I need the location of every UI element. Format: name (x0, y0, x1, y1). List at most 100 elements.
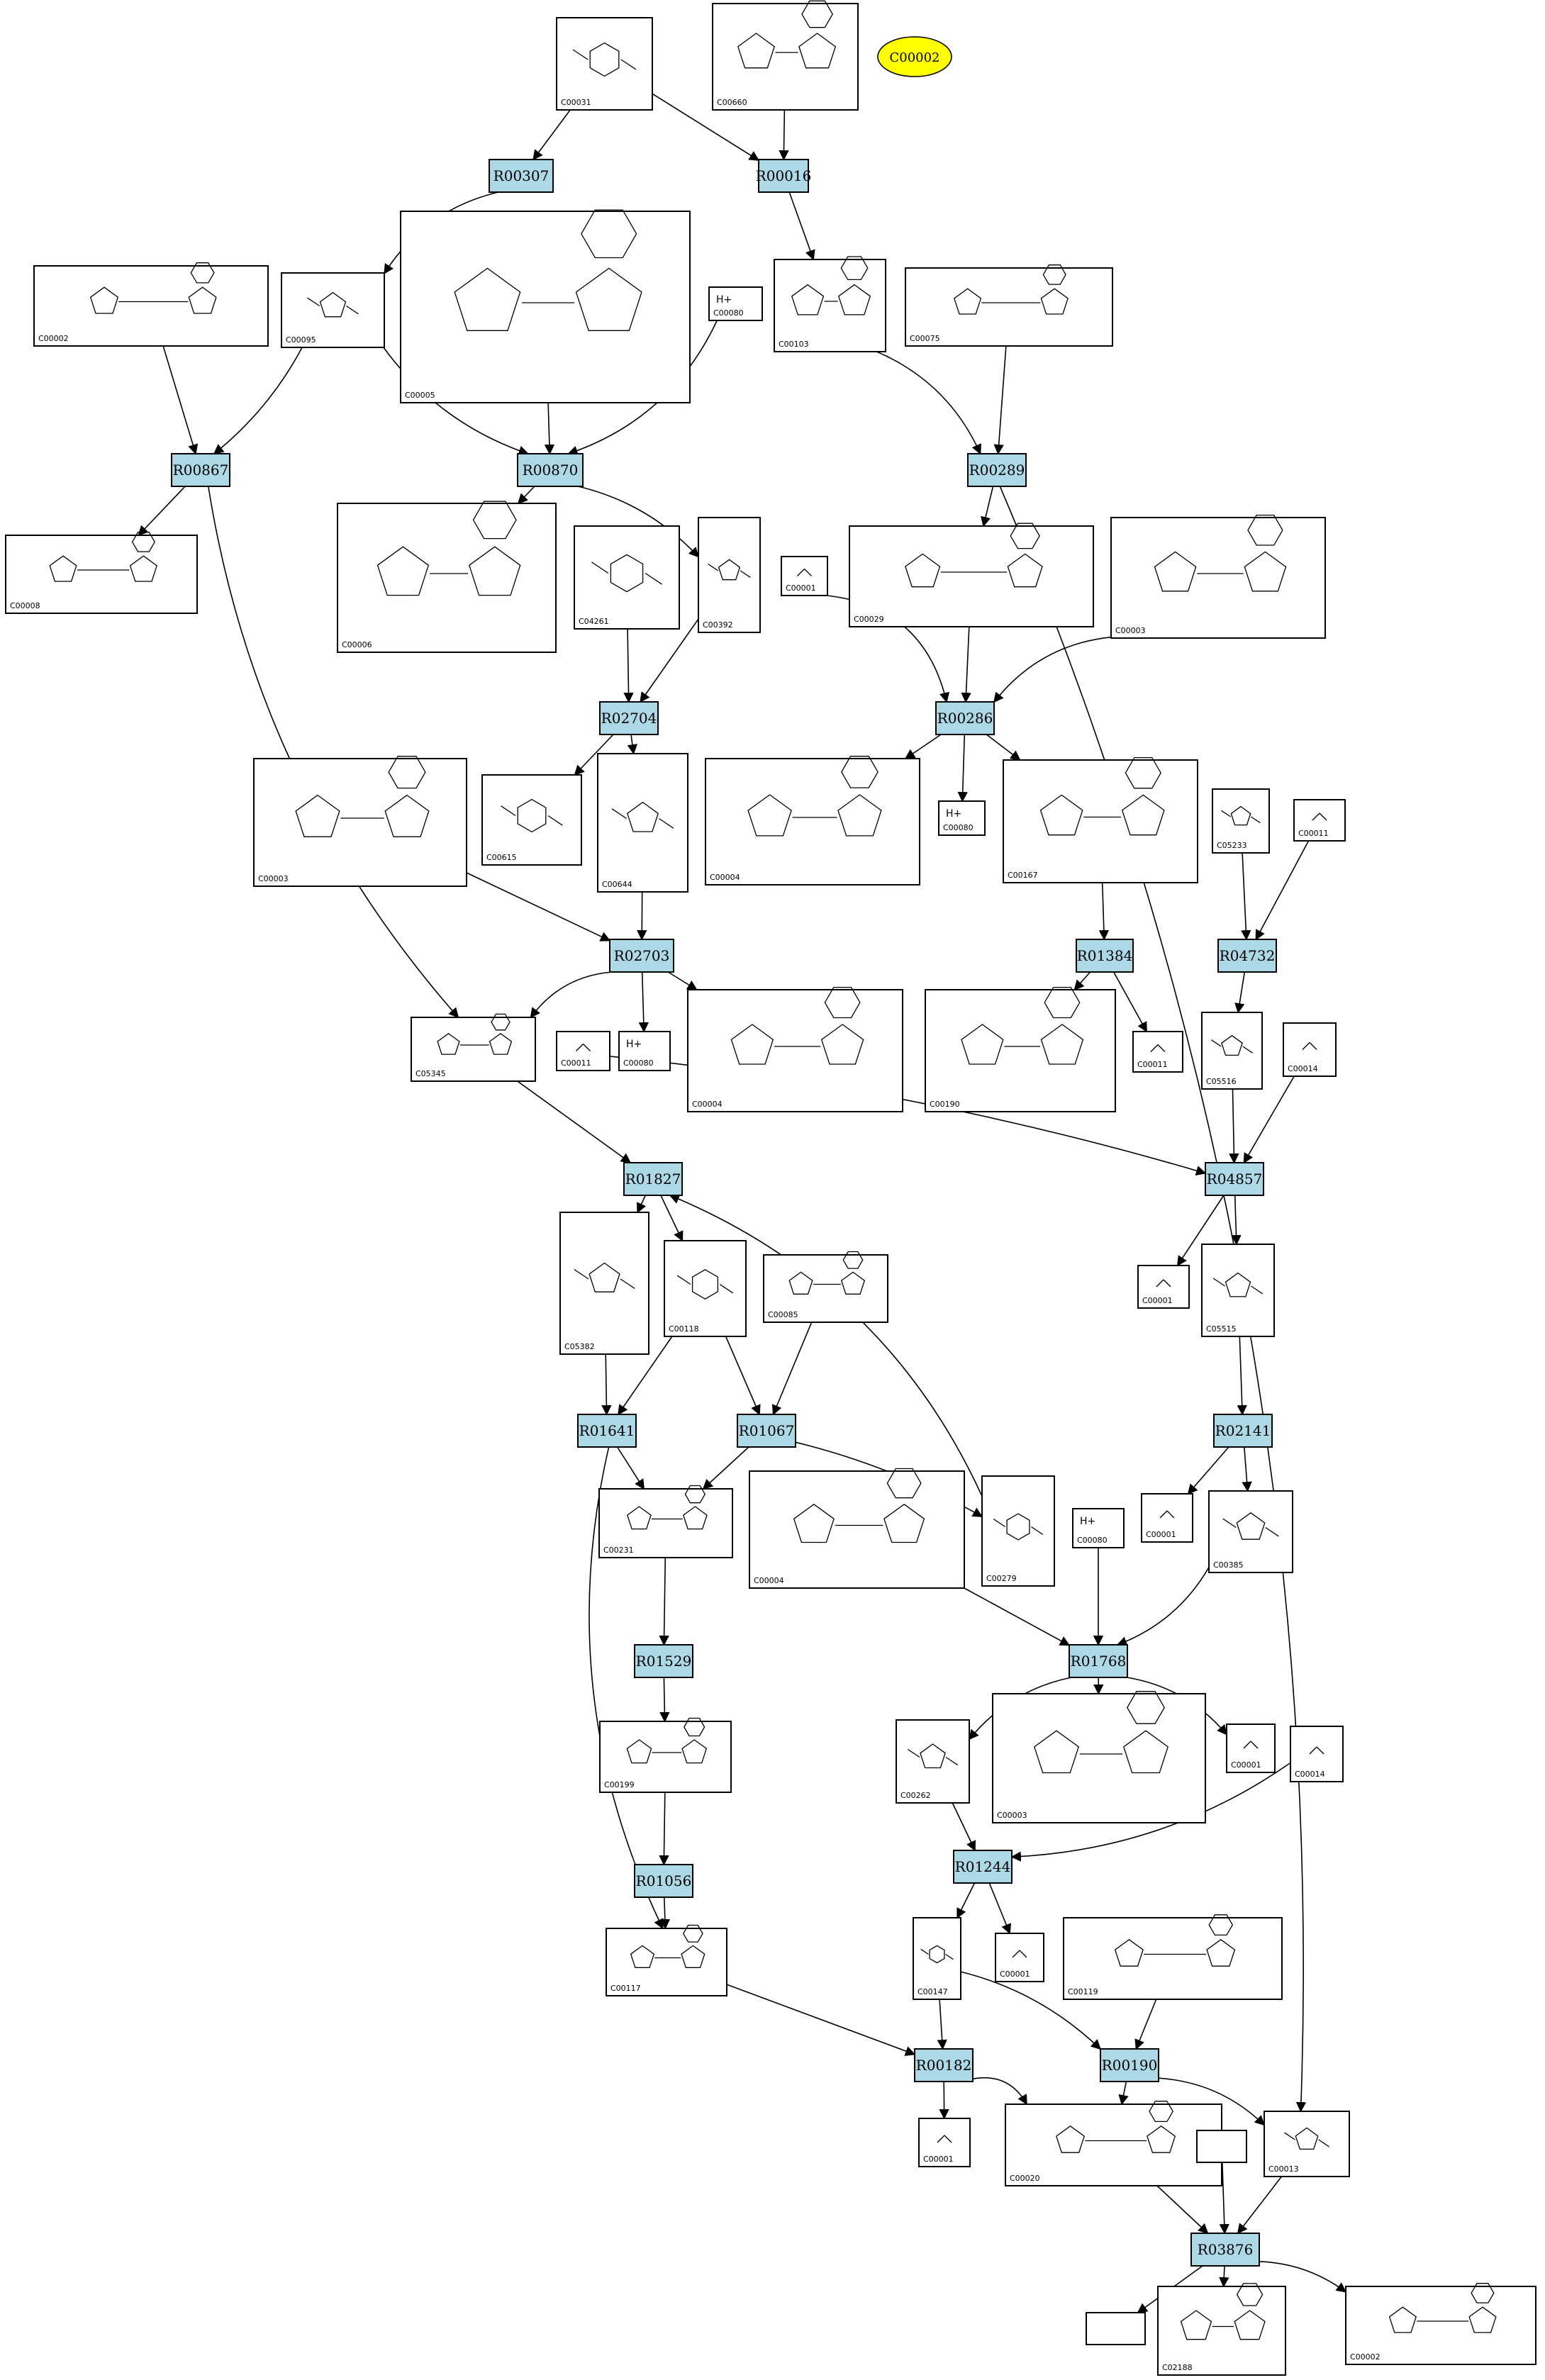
compound-node[interactable]: C00103 (774, 256, 886, 352)
reaction-label: R03876 (1198, 2241, 1254, 2258)
compound-node[interactable]: H+C00080 (938, 800, 986, 836)
reaction-node-r00307[interactable]: R00307 (489, 159, 554, 193)
reaction-node-r00016[interactable]: R00016 (756, 159, 812, 193)
compound-node[interactable]: C00014 (1290, 1726, 1344, 1782)
ring (683, 1506, 708, 1530)
compound-node[interactable]: C00004 (687, 986, 903, 1112)
compound-node[interactable]: C00003 (992, 1691, 1206, 1823)
structure-drawing (307, 291, 359, 318)
reaction-node-r03876[interactable]: R03876 (1190, 2233, 1260, 2267)
ring (718, 559, 741, 581)
compound-node[interactable]: C00644 (597, 753, 688, 893)
structure-drawing (993, 1513, 1044, 1541)
reaction-node-r04857[interactable]: R04857 (1205, 1162, 1264, 1196)
compound-node[interactable]: C00002 (33, 262, 269, 347)
compound-node[interactable]: C00118 (664, 1240, 747, 1337)
ring (681, 1945, 705, 1968)
reaction-node-r01384[interactable]: R01384 (1076, 939, 1134, 973)
compound-node[interactable]: C05516 (1201, 1012, 1263, 1090)
edge-R00190-c00013 (1158, 2077, 1266, 2126)
compound-node[interactable]: C00008 (5, 532, 198, 614)
compound-node[interactable]: H+C00080 (708, 286, 763, 321)
empty-compound-node[interactable] (1196, 2130, 1247, 2163)
compound-node[interactable]: C00001 (918, 2118, 971, 2167)
reaction-node-r01529[interactable]: R01529 (634, 1644, 693, 1678)
compound-node[interactable]: C00001 (781, 556, 828, 596)
compound-node[interactable]: C05515 (1201, 1244, 1275, 1337)
compound-id: C00199 (604, 1780, 635, 1789)
compound-node[interactable]: C00029 (849, 523, 1094, 627)
compound-node[interactable]: C00262 (896, 1719, 970, 1804)
compound-id: C05516 (1206, 1077, 1237, 1086)
compound-box (1226, 1723, 1276, 1773)
highlighted-compound[interactable]: C00002 (877, 36, 952, 77)
compound-node[interactable]: C00011 (1293, 799, 1346, 842)
reaction-node-r02141[interactable]: R02141 (1213, 1414, 1273, 1448)
compound-node[interactable]: C00011 (1132, 1031, 1183, 1073)
compound-node[interactable]: C00020 (1005, 2101, 1222, 2186)
compound-node[interactable]: C02188 (1157, 2283, 1286, 2376)
edge-c00014b-R01244 (1010, 1762, 1291, 1862)
compound-node[interactable]: C05233 (1212, 788, 1270, 854)
compound-node[interactable]: C05345 (411, 1013, 536, 1082)
compound-node[interactable]: C00119 (1063, 1914, 1283, 2000)
compound-node[interactable]: C00005 (400, 209, 691, 403)
reaction-node-r00182[interactable]: R00182 (914, 2048, 974, 2082)
compound-id: C00002 (1350, 2352, 1381, 2362)
reaction-node-r01056[interactable]: R01056 (634, 1864, 693, 1898)
compound-node[interactable]: C00001 (995, 1933, 1044, 1982)
compound-node[interactable]: C00660 (712, 0, 859, 111)
reaction-node-r00289[interactable]: R00289 (967, 453, 1027, 487)
reaction-node-r01641[interactable]: R01641 (577, 1414, 637, 1448)
compound-node[interactable]: H+C00080 (618, 1031, 671, 1071)
compound-node[interactable]: C00031 (556, 17, 653, 111)
compound-node[interactable]: C00117 (606, 1924, 727, 1996)
compound-node[interactable]: C00002 (1345, 2283, 1536, 2365)
ring (905, 553, 941, 588)
compound-node[interactable]: C00385 (1208, 1490, 1293, 1573)
compound-node[interactable]: C00001 (1141, 1493, 1193, 1543)
compound-node[interactable]: H+C00080 (1072, 1508, 1125, 1548)
reaction-node-r01768[interactable]: R01768 (1069, 1644, 1128, 1678)
reaction-node-r04732[interactable]: R04732 (1217, 939, 1277, 973)
empty-compound-node[interactable] (1086, 2312, 1146, 2345)
reaction-node-r00190[interactable]: R00190 (1100, 2048, 1159, 2082)
compound-node[interactable]: C00001 (1226, 1723, 1276, 1773)
compound-node[interactable]: C00006 (337, 501, 557, 653)
reaction-node-r02703[interactable]: R02703 (609, 939, 674, 973)
edge-c00014a-R04857 (1243, 1076, 1295, 1164)
compound-node[interactable]: C00013 (1264, 2111, 1350, 2177)
compound-node[interactable]: C00085 (763, 1251, 888, 1323)
compound-node[interactable]: C00190 (925, 986, 1116, 1112)
compound-node[interactable]: C00147 (913, 1917, 961, 2000)
reaction-node-r01067[interactable]: R01067 (737, 1414, 796, 1448)
reaction-node-r00870[interactable]: R00870 (517, 453, 584, 487)
ring (1247, 514, 1283, 546)
reaction-node-r00286[interactable]: R00286 (935, 701, 995, 735)
compound-node[interactable]: C00003 (253, 756, 467, 887)
compound-node[interactable]: C04261 (574, 525, 680, 630)
compound-node[interactable]: C00199 (599, 1717, 732, 1793)
compound-node[interactable]: C00095 (281, 272, 385, 348)
compound-node[interactable]: C00075 (905, 264, 1113, 347)
compound-node[interactable]: C00279 (981, 1475, 1055, 1587)
compound-node[interactable]: C00615 (481, 774, 582, 866)
compound-node[interactable]: C00001 (1137, 1265, 1190, 1309)
compound-node[interactable]: C00011 (556, 1031, 610, 1071)
structure-drawing (920, 1945, 954, 1964)
compound-node[interactable]: C05382 (559, 1212, 649, 1355)
reaction-node-r01827[interactable]: R01827 (623, 1162, 683, 1196)
compound-node[interactable]: C00167 (1003, 756, 1198, 883)
compound-node[interactable]: C00004 (749, 1468, 965, 1589)
compound-node[interactable]: C00004 (705, 756, 920, 885)
compound-node[interactable]: C00231 (598, 1485, 733, 1558)
reaction-node-r01244[interactable]: R01244 (953, 1850, 1013, 1884)
compound-node[interactable]: C00014 (1283, 1022, 1337, 1077)
compound-node[interactable]: C00003 (1110, 514, 1326, 639)
edge-R02704-c00615 (574, 734, 614, 776)
reaction-node-r02704[interactable]: R02704 (599, 701, 659, 735)
reaction-node-r00867[interactable]: R00867 (171, 453, 230, 487)
compound-node[interactable]: C00392 (698, 517, 761, 633)
reaction-label: R02704 (601, 710, 657, 727)
